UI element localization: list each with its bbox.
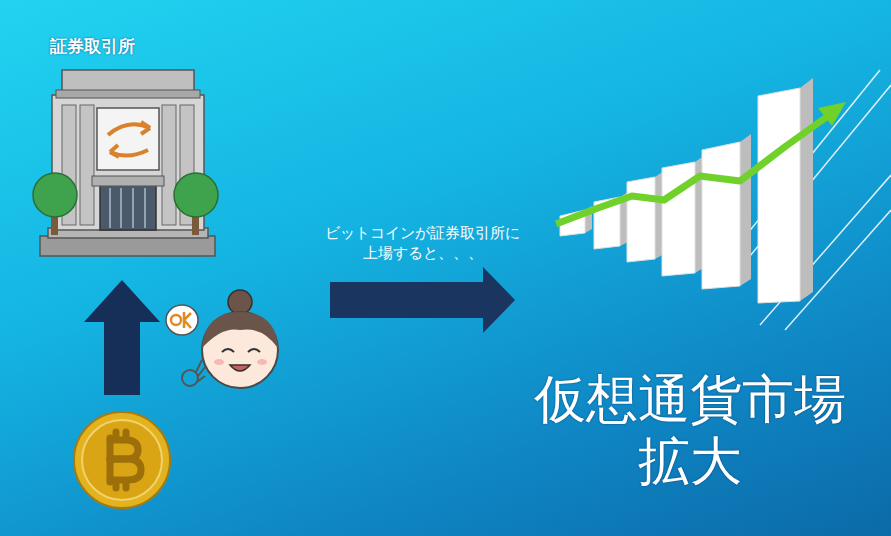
- up-arrow: [84, 280, 160, 395]
- exchange-building: [33, 70, 218, 256]
- headline-text: 仮想通貨市場 拡大: [515, 368, 865, 493]
- node-title: 証券取引所: [50, 36, 250, 56]
- light-streaks: [730, 70, 891, 330]
- bitcoin-coin: [74, 412, 170, 508]
- market-node: 仮想通貨市場 拡大: [515, 60, 880, 515]
- growth-chart: [556, 78, 846, 303]
- block-arrow: [330, 267, 515, 333]
- exchange-node: 証券取引所: [30, 10, 330, 320]
- person-ok: [166, 290, 278, 388]
- arrow-label: ビットコインが証券取引所に 上場すると、、、: [321, 224, 525, 263]
